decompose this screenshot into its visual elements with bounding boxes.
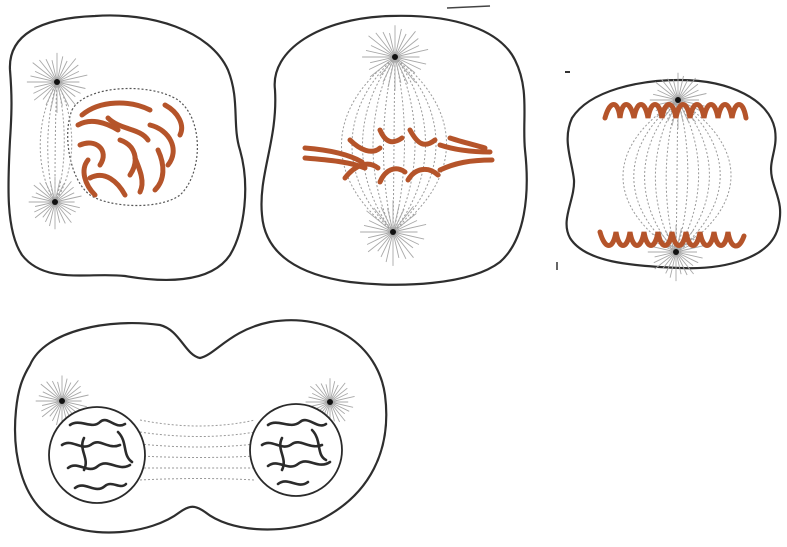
telophase-cell xyxy=(15,320,386,532)
centriole-dot xyxy=(390,229,396,235)
centriole-dot xyxy=(59,398,65,404)
daughter-nucleus-right xyxy=(250,404,342,496)
centriole-dot xyxy=(675,97,681,103)
prophase-cell xyxy=(8,15,245,279)
centriole-dot xyxy=(327,399,333,405)
centriole-dot xyxy=(52,199,58,205)
scan-artifact xyxy=(447,6,490,8)
centriole-dot xyxy=(392,54,398,60)
anaphase-cell xyxy=(567,73,781,281)
centriole-dot xyxy=(54,79,60,85)
centriole-dot xyxy=(673,249,679,255)
metaphase-cell xyxy=(261,16,526,285)
